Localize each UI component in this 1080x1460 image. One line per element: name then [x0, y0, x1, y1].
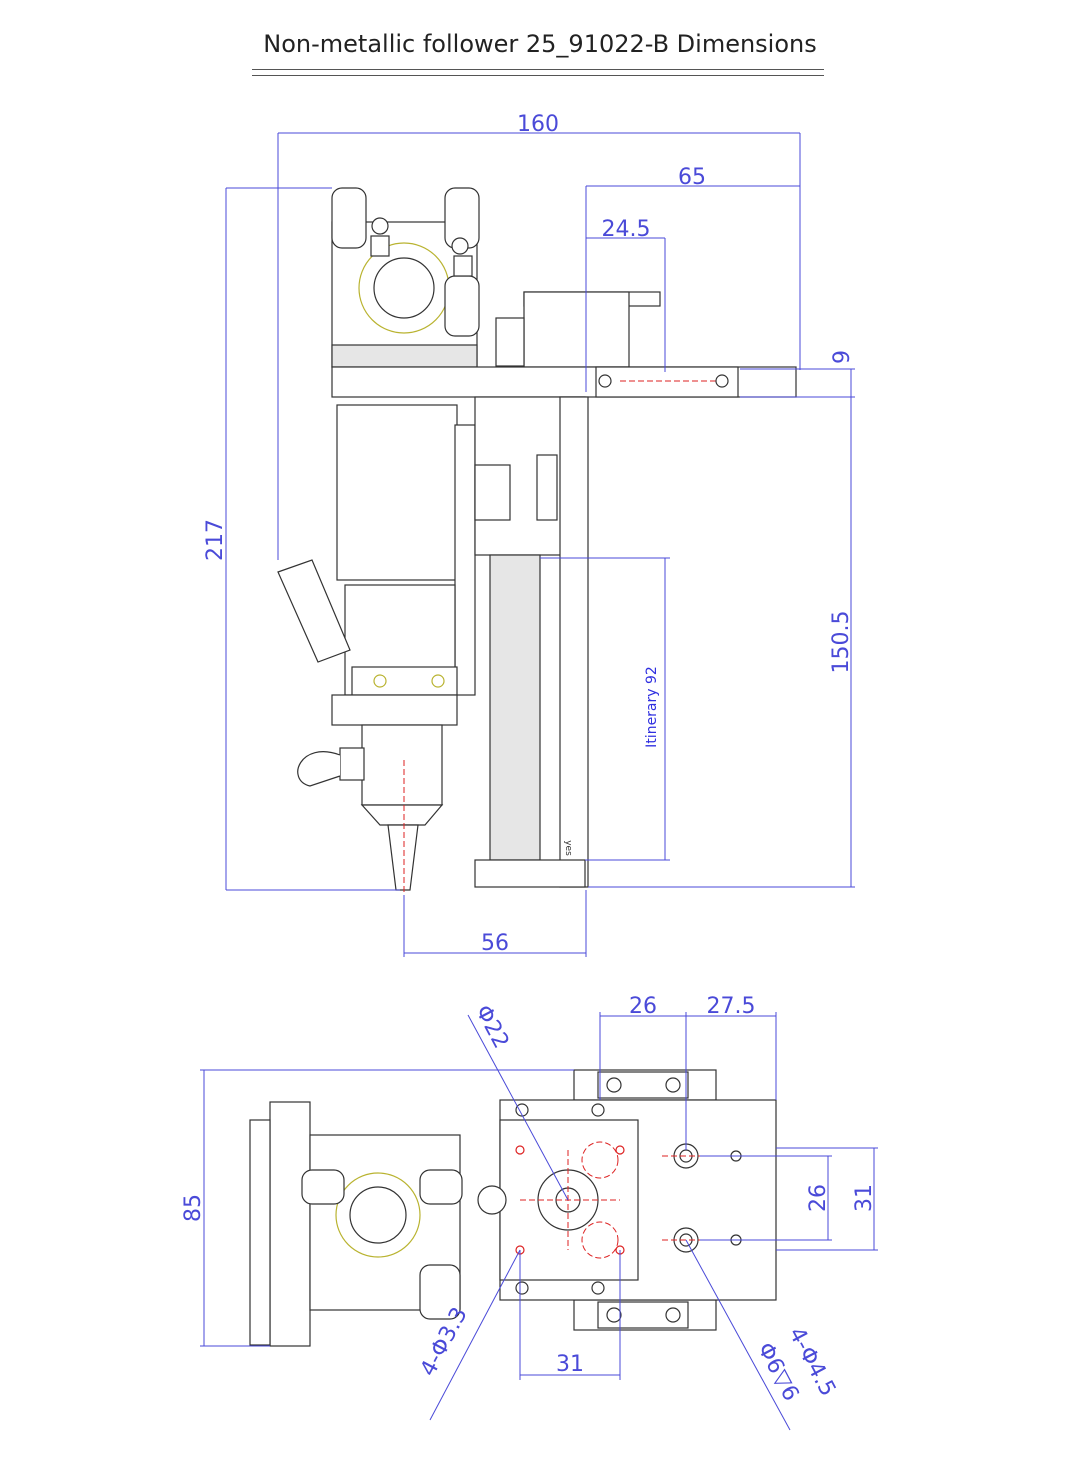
- pulley-top: [477, 1185, 507, 1215]
- title-rule-2: [252, 75, 824, 76]
- screw-2: [451, 237, 469, 255]
- dim-160: 160: [517, 112, 559, 137]
- cutting-head-body: [336, 404, 458, 581]
- dim-26-top: 26: [629, 994, 657, 1019]
- top-view: 26 27.5 Φ22 85 26 31 31 4-Φ3.3 4-Φ4.5 Φ6…: [181, 994, 878, 1431]
- collar: [351, 666, 458, 696]
- dim-85: 85: [181, 1194, 206, 1222]
- stroke-label: Itinerary 92: [644, 666, 660, 748]
- dim-31-side: 31: [852, 1184, 877, 1212]
- motor-window: [474, 464, 511, 521]
- lens-bore: [373, 257, 435, 319]
- lead-screw: [489, 554, 541, 861]
- side-rail: [269, 1101, 311, 1347]
- pulley: [495, 317, 525, 367]
- arm-block: [523, 291, 630, 368]
- spring-1: [370, 235, 390, 257]
- adjust-knob-left: [331, 187, 367, 249]
- dim-31-bottom: 31: [556, 1352, 584, 1377]
- page-title: Non-metallic follower 25_91022-B Dimensi…: [263, 30, 817, 58]
- plate-hole-left: [598, 374, 612, 388]
- side-sensor: [277, 559, 351, 663]
- sensor-plate: [595, 366, 739, 398]
- front-view: 160 65 24.5 9 217 150.5 Itinerary 92 yes…: [203, 112, 855, 957]
- dim-26-side: 26: [806, 1184, 831, 1212]
- spring-2: [453, 255, 473, 277]
- dim-56: 56: [481, 931, 509, 956]
- dim-65: 65: [678, 165, 706, 190]
- nozzle-body: [361, 724, 443, 806]
- lower-collar: [331, 694, 458, 726]
- leader-4-phi4-5: [685, 1239, 791, 1431]
- dim-27-5: 27.5: [707, 994, 756, 1019]
- rail-block: [536, 454, 558, 521]
- dim-24-5: 24.5: [602, 217, 651, 242]
- leader-4-phi3-3: [429, 1249, 521, 1421]
- collar-screw-right: [431, 674, 445, 688]
- adjust-knob-mid: [444, 275, 480, 337]
- bottom-foot: [474, 859, 586, 888]
- dim-9: 9: [830, 350, 855, 364]
- rail-frame: [559, 396, 589, 888]
- plate-hole-right: [715, 374, 729, 388]
- gas-hose: [297, 751, 341, 787]
- screw-1: [371, 217, 389, 235]
- title-rule-1: [252, 69, 824, 70]
- gas-fitting: [339, 747, 365, 781]
- dim-217: 217: [203, 519, 228, 561]
- collar-screw-left: [373, 674, 387, 688]
- slide-plate: [454, 424, 476, 696]
- leader-phi22: [467, 1014, 569, 1201]
- nozzle-taper: [360, 804, 444, 826]
- small-mark: yes: [563, 840, 573, 856]
- dim-150-5: 150.5: [829, 611, 854, 674]
- mount-block-base: [331, 344, 478, 368]
- dim-phi22: Φ22: [470, 1001, 513, 1053]
- lens-ring-top: [335, 1172, 421, 1258]
- nozzle-tip: [387, 824, 419, 891]
